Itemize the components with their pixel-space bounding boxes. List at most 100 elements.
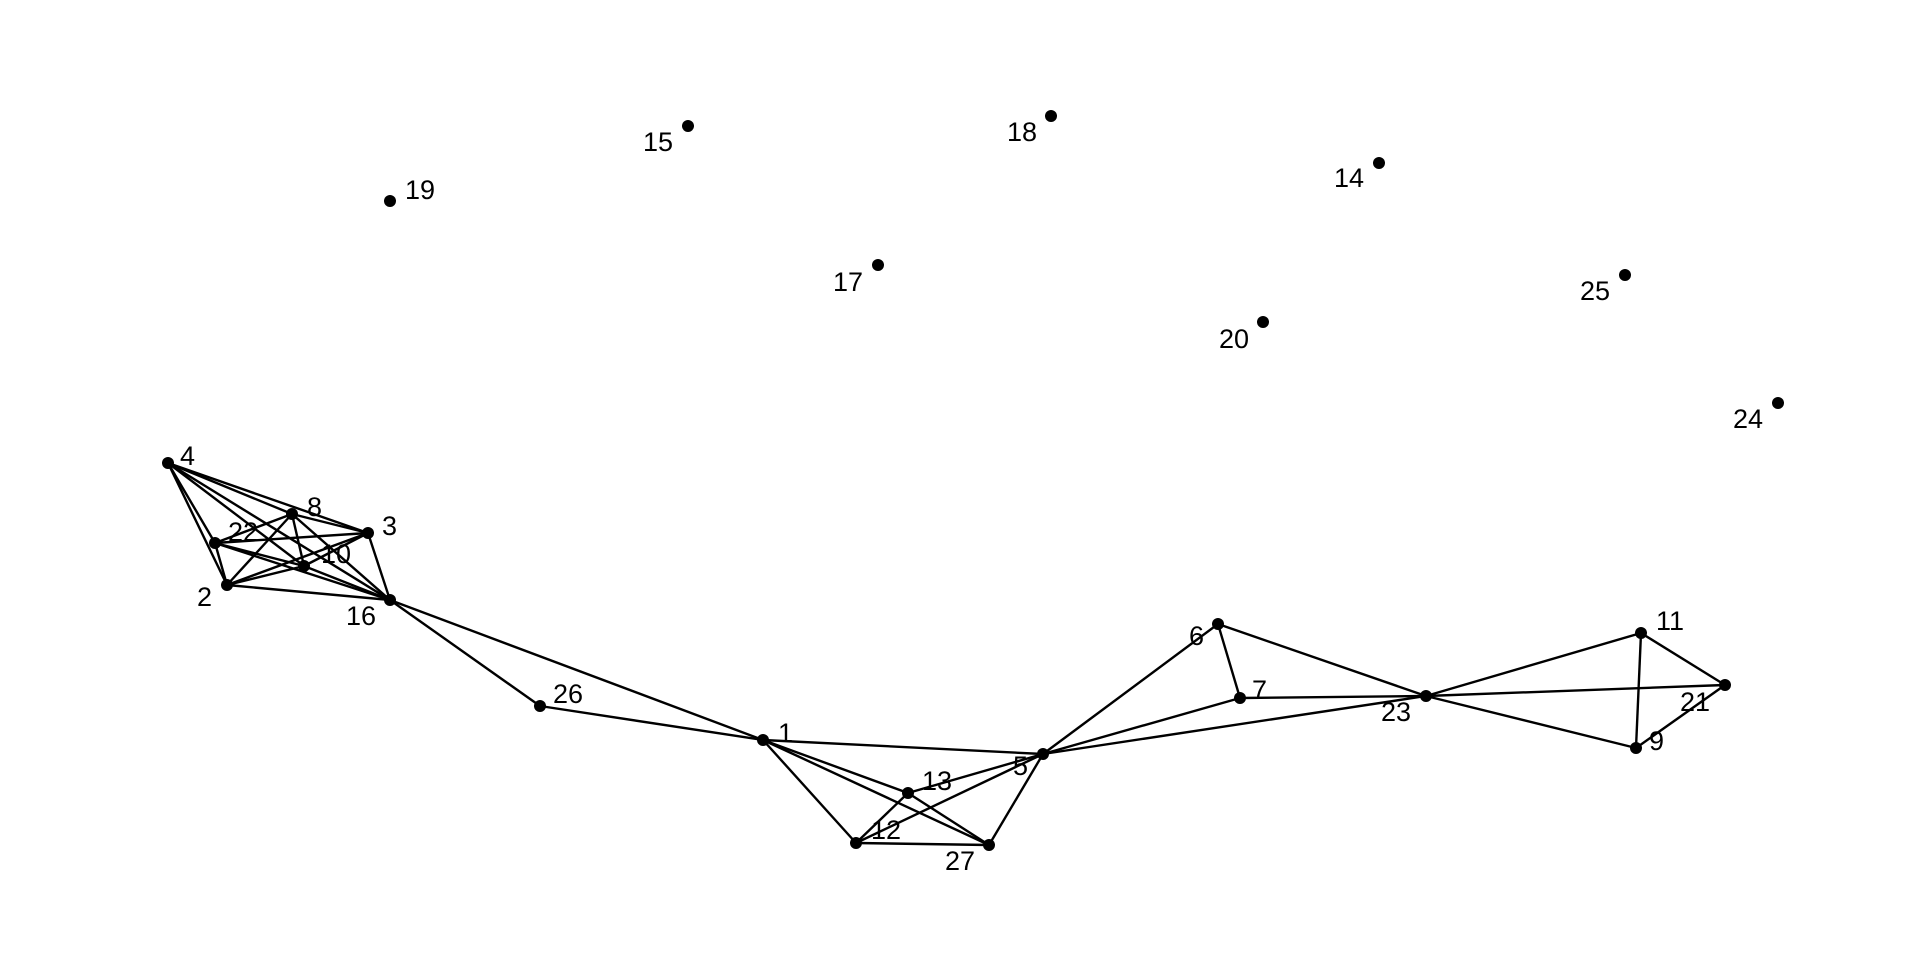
node-15 (682, 120, 694, 132)
edge-27-5 (987, 753, 1045, 846)
edge-13-5 (907, 752, 1044, 795)
edge-22-3 (214, 531, 369, 545)
node-label-17: 17 (833, 267, 863, 297)
node-label-4: 4 (180, 441, 195, 471)
node-8 (286, 508, 298, 520)
node-label-27: 27 (945, 846, 975, 876)
edge-2-10 (226, 564, 305, 587)
node-label-18: 18 (1007, 117, 1037, 147)
node-label-3: 3 (382, 511, 397, 541)
node-label-25: 25 (1580, 276, 1610, 306)
node-label-21: 21 (1680, 687, 1710, 717)
node-label-26: 26 (553, 679, 583, 709)
edge-22-8 (214, 512, 293, 545)
edge-23-9 (1425, 694, 1637, 750)
node-3 (362, 527, 374, 539)
node-label-1: 1 (778, 718, 793, 748)
node-26 (534, 700, 546, 712)
edge-26-1 (539, 704, 764, 742)
node-label-12: 12 (871, 815, 901, 845)
node-6 (1212, 618, 1224, 630)
node-12 (850, 837, 862, 849)
node-19 (384, 195, 396, 207)
node-label-6: 6 (1189, 621, 1204, 651)
edge-3-2 (226, 531, 369, 587)
edge-8-3 (291, 512, 369, 535)
edge-3-16 (366, 532, 392, 601)
edge-13-27 (907, 791, 990, 847)
edge-4-10 (167, 462, 305, 567)
edge-7-23 (1239, 694, 1427, 700)
node-7 (1234, 692, 1246, 704)
edge-6-7 (1216, 623, 1242, 699)
edge-8-16 (291, 513, 391, 601)
node-label-5: 5 (1013, 751, 1028, 781)
node-25 (1619, 269, 1631, 281)
node-17 (872, 259, 884, 271)
edge-10-16 (303, 564, 391, 602)
label-layer: 1234567891011121314151617181920212223242… (180, 117, 1763, 876)
edge-22-2 (213, 542, 229, 586)
node-14 (1373, 157, 1385, 169)
edge-9-21 (1635, 684, 1726, 749)
node-10 (298, 560, 310, 572)
node-2 (221, 579, 233, 591)
edge-4-3 (167, 461, 369, 535)
node-label-15: 15 (643, 127, 673, 157)
node-13 (902, 787, 914, 799)
node-4 (162, 457, 174, 469)
node-label-2: 2 (197, 582, 212, 612)
edge-5-23 (1042, 694, 1427, 756)
node-label-22: 22 (228, 517, 258, 547)
node-18 (1045, 110, 1057, 122)
node-24 (1772, 397, 1784, 409)
node-22 (209, 537, 221, 549)
node-9 (1630, 742, 1642, 754)
node-21 (1719, 679, 1731, 691)
edge-12-27 (855, 841, 990, 847)
edge-1-12 (762, 739, 857, 844)
node-label-16: 16 (346, 601, 376, 631)
node-label-19: 19 (405, 175, 435, 205)
edge-16-1 (389, 598, 764, 742)
node-1 (757, 734, 769, 746)
edge-1-27 (762, 738, 990, 847)
node-layer (162, 110, 1784, 851)
edge-5-6 (1042, 623, 1219, 755)
edge-16-26 (389, 599, 541, 707)
edge-11-9 (1634, 632, 1643, 749)
node-label-14: 14 (1334, 163, 1364, 193)
edge-1-13 (762, 738, 909, 795)
node-label-24: 24 (1733, 404, 1763, 434)
node-label-20: 20 (1219, 324, 1249, 354)
edge-6-23 (1217, 622, 1427, 698)
node-label-23: 23 (1381, 697, 1411, 727)
node-label-11: 11 (1656, 606, 1684, 636)
edge-11-21 (1640, 631, 1726, 687)
node-20 (1257, 316, 1269, 328)
node-label-9: 9 (1649, 726, 1664, 756)
edge-3-10 (303, 531, 369, 568)
edge-5-7 (1042, 696, 1241, 756)
edge-4-22 (166, 462, 217, 544)
node-23 (1420, 690, 1432, 702)
node-label-8: 8 (307, 492, 322, 522)
edge-4-2 (166, 462, 229, 586)
edge-12-5 (855, 752, 1044, 845)
edge-23-21 (1425, 683, 1726, 698)
node-27 (983, 839, 995, 851)
node-label-13: 13 (922, 766, 952, 796)
edge-13-12 (855, 792, 909, 844)
edge-23-11 (1425, 631, 1642, 698)
edge-layer (166, 461, 1726, 847)
node-5 (1037, 748, 1049, 760)
edge-1-5 (762, 738, 1044, 756)
edge-4-16 (167, 461, 391, 602)
edge-2-16 (226, 583, 391, 602)
node-16 (384, 594, 396, 606)
edge-8-2 (226, 513, 293, 586)
node-label-10: 10 (321, 539, 351, 569)
node-11 (1635, 627, 1647, 639)
node-label-7: 7 (1252, 675, 1267, 705)
